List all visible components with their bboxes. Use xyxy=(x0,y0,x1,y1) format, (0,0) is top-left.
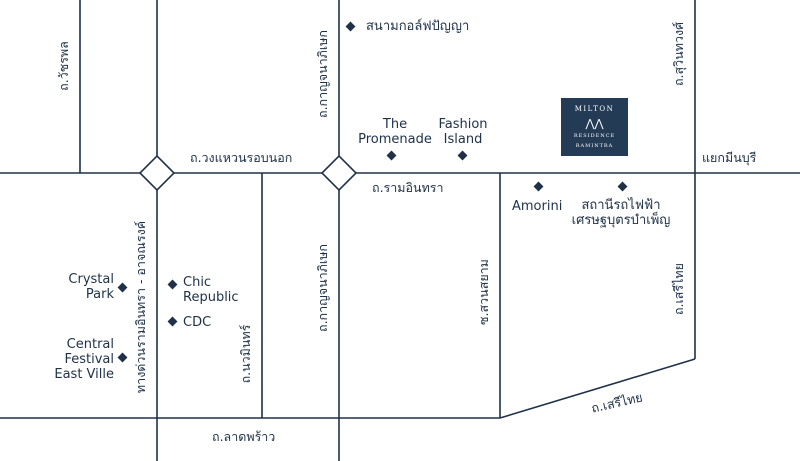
crystal-park-line-2: Park xyxy=(85,287,114,302)
the-promenade-label: The Promenade xyxy=(350,117,440,147)
golf-course-label: สนามกอล์ฟปัญญา xyxy=(366,19,470,34)
logo-mark-icon: ⋀⋀ xyxy=(585,117,604,130)
chic-republic-line-2: Republic xyxy=(183,290,239,305)
logo-word: MILTON xyxy=(574,105,615,113)
central-festival-line-1: Central xyxy=(66,337,114,352)
fashion-island-label: Fashion Island xyxy=(425,117,501,147)
seri-thai-road-vertical-label: ถ.เสรีไทย xyxy=(671,262,686,316)
crystal-park-line-1: Crystal xyxy=(68,272,114,287)
station-label-line-2: เศรษฐบุตรบำเพ็ญ xyxy=(571,213,671,228)
chic-republic-label: Chic Republic xyxy=(183,275,239,305)
logo-tagline: RAMINTRA xyxy=(575,143,614,149)
milton-residence-logo: MILTON ⋀⋀ RESIDENCE RAMINTRA xyxy=(561,98,628,156)
station-label-line-1: สถานีรถไฟฟ้า xyxy=(581,198,661,213)
lat-phrao-road-label: ถ.ลาดพร้าว xyxy=(212,429,276,444)
kanchanaphisek-road-north-label: ถ.กาญจนาภิเษก xyxy=(315,30,330,118)
logo-subtitle: RESIDENCE xyxy=(573,133,616,139)
central-festival-line-3: East Ville xyxy=(54,367,114,382)
nawamin-road-label: ถ.นวมินทร์ xyxy=(238,324,253,384)
amorini-label: Amorini xyxy=(512,199,563,214)
expressway-label: ทางด่วนรามอินทรา - อาจณรงค์ xyxy=(133,220,148,394)
crystal-park-label: Crystal Park xyxy=(40,272,114,302)
interchange-west xyxy=(138,154,176,192)
suwinthawong-road-label: ถ.สุวินทวงศ์ xyxy=(671,21,686,87)
the-promenade-line-2: Promenade xyxy=(358,132,432,147)
chic-republic-line-1: Chic xyxy=(183,275,212,290)
soi-suan-siam-label: ซ.สวนสยาม xyxy=(476,259,491,325)
central-festival-label: Central Festival East Ville xyxy=(30,337,114,382)
central-festival-line-2: Festival xyxy=(64,352,114,367)
cdc-label: CDC xyxy=(183,315,212,330)
interchange-east xyxy=(320,154,358,192)
the-promenade-line-1: The xyxy=(382,117,408,132)
fashion-island-line-2: Island xyxy=(443,132,483,147)
kanchanaphisek-road-south-label: ถ.กาญจนาภิเษก xyxy=(315,244,330,332)
minburi-junction-label: แยกมีนบุรี xyxy=(702,150,757,165)
ramintra-road-label: ถ.รามอินทรา xyxy=(372,180,444,195)
outer-ring-road-label: ถ.วงแหวนรอบนอก xyxy=(190,150,293,165)
station-label: สถานีรถไฟฟ้า เศรษฐบุตรบำเพ็ญ xyxy=(556,198,686,228)
seri-thai-road-diagonal-line xyxy=(499,358,696,419)
fashion-island-line-1: Fashion xyxy=(438,117,488,132)
watcharaphon-road-label: ถ.วัชรพล xyxy=(56,41,71,91)
